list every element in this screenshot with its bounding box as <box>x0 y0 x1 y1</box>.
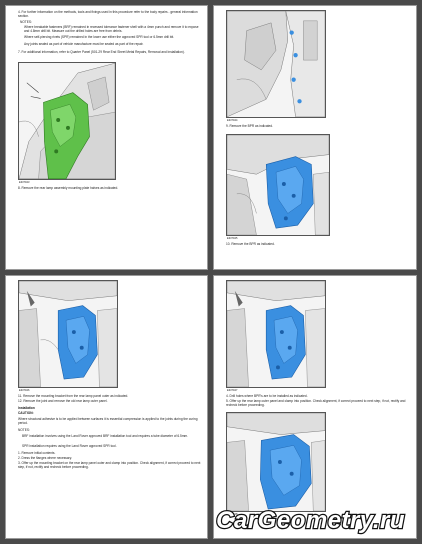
figure-bpr-upper <box>226 10 326 118</box>
figure-code: E337943 <box>19 181 30 184</box>
step-4-text: 4. For further information on the method… <box>18 10 198 19</box>
cargeometry-watermark-logo: CarGeometry.ru <box>200 502 410 536</box>
note-1-text: Where breakable fasteners (BRF) remained… <box>24 25 199 34</box>
manual-page-4: E337947 4. Drill holes where BPR's are t… <box>213 275 417 539</box>
body-panel-illustration <box>227 135 329 235</box>
step-3-text: 3. Offer up the mounting bracket on the … <box>18 461 201 470</box>
figure-rear-lamp-plate <box>18 62 116 180</box>
note-2-text: SPR installation requires using the Land… <box>22 444 117 448</box>
figure-1-code: E337947 <box>227 389 238 392</box>
step-7-text: 7. For additional information, refer to … <box>18 50 185 54</box>
step-2-text: 2. Dress the flanges where necessary. <box>18 456 72 460</box>
body-panel-illustration <box>227 413 325 511</box>
caution-text: Where structural adhesive is to be appli… <box>18 417 198 426</box>
step-8-text: 8. Remove the rear lamp assembly mountin… <box>18 186 119 190</box>
installation-heading: Installation <box>18 406 35 410</box>
note-3-text: Any joints sealed as part of vehicle man… <box>24 42 144 46</box>
step-9-text: 9. Remove the BPR as indicated. <box>226 124 273 128</box>
manual-page-2: E337944 9. Remove the BPR as indicated. … <box>213 5 417 270</box>
watermark-text: CarGeometry.ru <box>216 507 405 534</box>
notes-label: NOTES: <box>20 20 32 24</box>
note-2-text: Where self-piercing rivets (SPR) remaine… <box>24 35 175 39</box>
notes-label: NOTES: <box>18 428 30 432</box>
figure-bpr-lower <box>226 134 330 236</box>
step-10-text: 10. Remove the BPR as indicated. <box>226 242 275 246</box>
figure-outer-panel <box>226 412 326 512</box>
manual-page-1: 4. For further information on the method… <box>5 5 208 270</box>
note-1-text: BRF installation involves using the Land… <box>22 434 189 438</box>
caution-label: CAUTION: <box>18 411 34 415</box>
body-panel-illustration <box>227 11 325 117</box>
step-11-text: 11. Remove the mounting bracket from the… <box>18 394 129 398</box>
figure-mounting-bracket <box>18 280 118 388</box>
body-panel-illustration <box>227 281 325 387</box>
step-5-text: 5. Offer up the rear lamp outer panel an… <box>226 399 406 408</box>
body-panel-illustration <box>19 281 117 387</box>
manual-page-3: E337946 11. Remove the mounting bracket … <box>5 275 208 539</box>
figure-2-code: E337948 <box>227 513 238 516</box>
figure-code: E337946 <box>19 389 30 392</box>
step-12-text: 12. Remove the joint and remove the old … <box>18 399 108 403</box>
body-panel-illustration <box>19 63 115 179</box>
step-4-text: 4. Drill holes where BPR's are to be ins… <box>226 394 308 398</box>
step-1-text: 1. Remove initial contents. <box>18 451 56 455</box>
figure-2-code: E337945 <box>227 237 238 240</box>
figure-1-code: E337944 <box>227 119 238 122</box>
figure-drill-holes <box>226 280 326 388</box>
